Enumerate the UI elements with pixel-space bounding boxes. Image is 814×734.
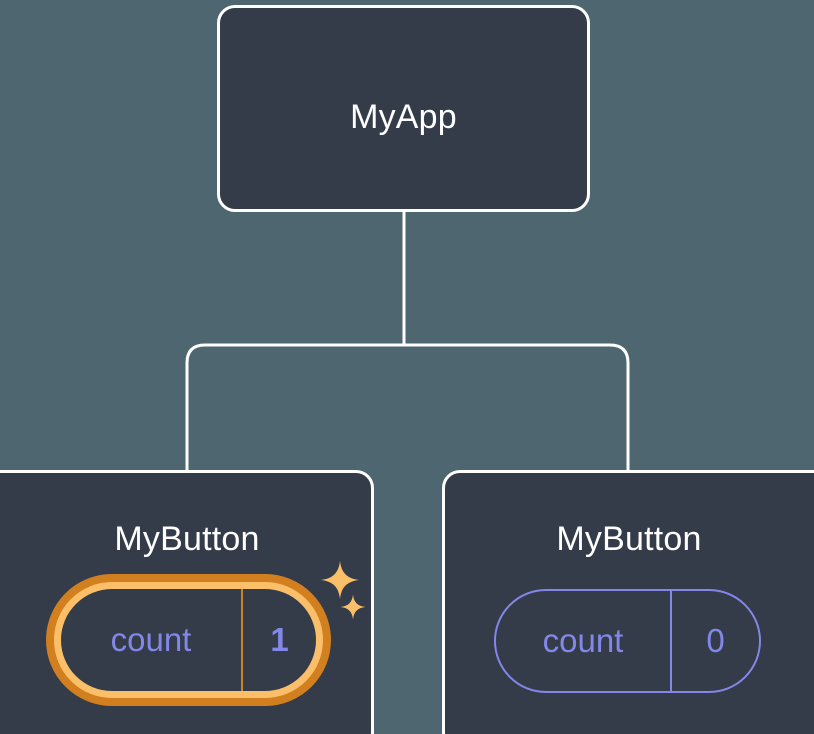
state-badge-count-left[interactable]: count 1 bbox=[46, 574, 331, 706]
node-myapp[interactable]: MyApp bbox=[217, 5, 590, 212]
state-badge-right-key: count bbox=[542, 622, 624, 659]
state-badge-left-value: 1 bbox=[241, 589, 316, 691]
state-badge-left-inner: count 1 bbox=[61, 589, 316, 691]
node-mybutton-left-title: MyButton bbox=[114, 520, 260, 558]
state-badge-count-right[interactable]: count 0 bbox=[494, 589, 761, 693]
node-myapp-title: MyApp bbox=[350, 98, 457, 136]
node-mybutton-right-title: MyButton bbox=[556, 520, 702, 558]
edge-branch-bus bbox=[185, 343, 630, 470]
state-badge-left-key: count bbox=[110, 621, 192, 658]
state-badge-right-value: 0 bbox=[670, 591, 759, 691]
